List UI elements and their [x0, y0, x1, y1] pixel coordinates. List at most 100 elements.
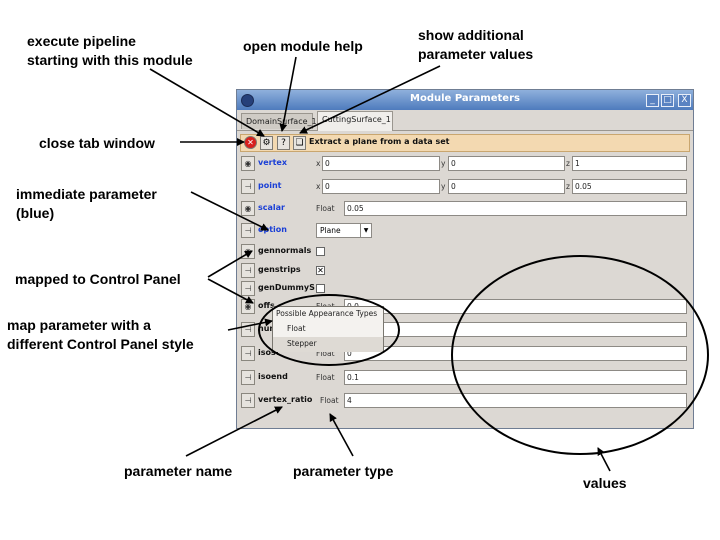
param-row-vertex: ◉ vertex x 0 y 0 z 1: [241, 154, 691, 174]
param-map-button[interactable]: ⊣: [241, 223, 255, 238]
callout-immediate: immediate parameter (blue): [16, 185, 157, 223]
callout-line: show additional: [418, 27, 524, 43]
param-name: isost: [258, 348, 280, 357]
pin-icon: ⊣: [244, 182, 252, 191]
pin-icon: ⊣: [244, 373, 252, 382]
param-row-point: ⊣ point x 0 y 0 z 0.05: [241, 177, 691, 197]
y-label: y: [441, 159, 446, 168]
minimize-button[interactable]: _: [646, 94, 659, 107]
vertex-x-field[interactable]: 0: [322, 156, 440, 171]
option-select-value: Plane: [320, 226, 341, 235]
callout-line: execute pipeline: [27, 33, 136, 49]
option-select[interactable]: Plane ▼: [316, 223, 372, 238]
eye-icon: ◉: [244, 159, 252, 168]
callout-line: starting with this module: [27, 52, 193, 68]
param-map-button[interactable]: ◉: [241, 201, 255, 216]
callout-param-name: parameter name: [124, 463, 233, 479]
callout-execute-pipeline: execute pipeline starting with this modu…: [27, 32, 193, 70]
param-map-button[interactable]: ⊣: [241, 393, 255, 408]
callout-param-type: parameter type: [293, 463, 394, 479]
param-name: vertex_ratio: [258, 395, 313, 404]
pin-icon: ⊣: [244, 396, 252, 405]
pin-icon: ⊣: [244, 349, 252, 358]
help-button[interactable]: ?: [277, 136, 290, 150]
tab-cutting-surface[interactable]: CuttingSurface_1: [317, 111, 393, 131]
callout-show-additional: show additional parameter values: [418, 26, 533, 64]
callout-open-help: open module help: [243, 38, 363, 54]
point-z-field[interactable]: 0.05: [572, 179, 687, 194]
tab-domain-surface[interactable]: DomainSurface_1: [241, 113, 317, 129]
pin-icon: ⊣: [244, 325, 252, 334]
eye-icon: ◉: [244, 302, 252, 311]
param-type: Float: [320, 396, 339, 405]
popup-highlight-ellipse: [258, 294, 400, 366]
param-name: vertex: [258, 158, 287, 167]
maximize-button[interactable]: □: [661, 94, 674, 107]
param-name: scalar: [258, 203, 285, 212]
chevron-down-icon: ▼: [360, 224, 371, 237]
param-name: gennormals: [258, 246, 312, 255]
param-map-button[interactable]: ◉: [241, 299, 255, 314]
point-x-field[interactable]: 0: [322, 179, 440, 194]
callout-mapped: mapped to Control Panel: [15, 271, 181, 287]
scalar-field[interactable]: 0.05: [344, 201, 687, 216]
param-name: point: [258, 181, 282, 190]
param-map-button[interactable]: ⊣: [241, 281, 255, 296]
callout-line: map parameter with a: [7, 317, 151, 333]
callout-map-style: map parameter with a different Control P…: [7, 316, 194, 354]
param-map-button[interactable]: ⊣: [241, 179, 255, 194]
gear-icon: ⚙: [262, 138, 271, 148]
pin-icon: ⊣: [244, 284, 252, 293]
z-label: z: [566, 159, 570, 168]
close-tab-button[interactable]: ✕: [244, 136, 257, 149]
param-map-button[interactable]: ⊣: [241, 263, 255, 278]
param-type: Float: [316, 373, 335, 382]
param-map-button[interactable]: ⊣: [241, 370, 255, 385]
x-label: x: [316, 182, 321, 191]
pin-icon: ⊣: [244, 266, 252, 275]
execute-pipeline-button[interactable]: ⚙: [260, 136, 273, 150]
param-name: genstrips: [258, 265, 301, 274]
x-label: x: [316, 159, 321, 168]
values-highlight-ellipse: [451, 255, 709, 455]
z-label: z: [566, 182, 570, 191]
show-additional-button[interactable]: ❏: [293, 136, 306, 150]
param-map-button[interactable]: ⊣: [241, 346, 255, 361]
param-name: genDummyS: [258, 283, 315, 292]
param-name: option: [258, 225, 287, 234]
close-icon: ✕: [247, 138, 254, 147]
callout-line: (blue): [16, 205, 55, 221]
vertex-y-field[interactable]: 0: [448, 156, 565, 171]
gennormals-checkbox[interactable]: [316, 247, 325, 256]
y-label: y: [441, 182, 446, 191]
param-name: isoend: [258, 372, 288, 381]
close-window-button[interactable]: X: [678, 94, 691, 107]
module-description: Extract a plane from a data set: [309, 137, 450, 146]
param-map-button[interactable]: ⊣: [241, 322, 255, 337]
document-icon: ❏: [295, 138, 304, 148]
tab-strip: DomainSurface_1 CuttingSurface_1: [237, 110, 693, 131]
param-row-gennormals: ◉ gennormals: [241, 242, 691, 262]
eye-icon: ◉: [244, 247, 252, 256]
callout-line: different Control Panel style: [7, 336, 194, 352]
vertex-z-field[interactable]: 1: [572, 156, 687, 171]
genstrips-checkbox[interactable]: ✕: [316, 266, 325, 275]
point-y-field[interactable]: 0: [448, 179, 565, 194]
module-toolbar: ✕ ⚙ ? ❏ Extract a plane from a data set: [240, 134, 690, 152]
param-row-scalar: ◉ scalar Float 0.05: [241, 199, 691, 219]
window-titlebar[interactable]: Module Parameters _ □ X: [237, 90, 693, 110]
eye-icon: ◉: [244, 204, 252, 213]
gendummys-checkbox[interactable]: [316, 284, 325, 293]
callout-close-tab: close tab window: [39, 135, 155, 151]
window-title: Module Parameters: [410, 93, 520, 104]
param-type: Float: [316, 204, 335, 213]
param-name: offs: [258, 301, 275, 310]
pin-icon: ⊣: [244, 226, 252, 235]
callout-line: immediate parameter: [16, 186, 157, 202]
param-map-button[interactable]: ◉: [241, 244, 255, 259]
param-row-option: ⊣ option Plane ▼: [241, 221, 691, 241]
question-icon: ?: [281, 138, 286, 148]
callout-line: parameter values: [418, 46, 534, 62]
param-map-button[interactable]: ◉: [241, 156, 255, 171]
callout-values: values: [583, 475, 627, 491]
